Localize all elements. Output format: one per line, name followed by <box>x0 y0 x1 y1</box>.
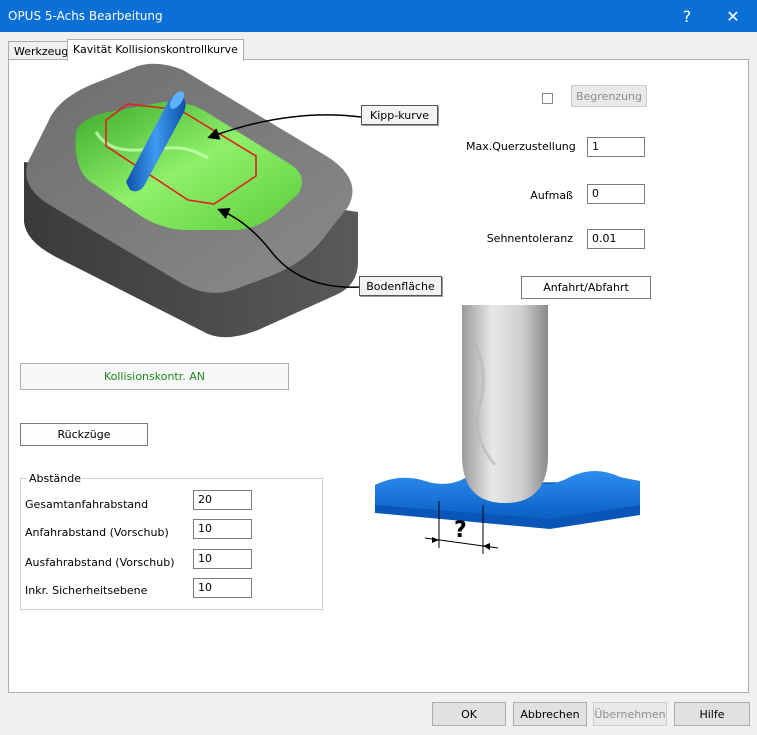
tab-kavitaet[interactable]: Kavität Kollisionskontrollkurve <box>67 39 244 61</box>
window-title: OPUS 5-Achs Bearbeitung <box>8 9 163 23</box>
apply-button[interactable]: Übernehmen <box>593 702 667 726</box>
callout-label: Bodenfläche <box>366 279 435 293</box>
chord-tolerance-label: Sehnentoleranz <box>486 232 573 245</box>
help-button[interactable]: Hilfe <box>674 702 750 726</box>
limit-button[interactable]: Begrenzung <box>571 85 647 107</box>
tab-label: Werkzeug <box>14 45 69 58</box>
chord-tolerance-input[interactable]: 0.01 <box>587 229 645 249</box>
stepover-illustration: ? <box>375 305 640 554</box>
button-label: Abbrechen <box>520 707 580 721</box>
button-label: Rückzüge <box>57 428 111 441</box>
close-icon: ✕ <box>726 6 740 26</box>
collision-status: Kollisionskontr. AN <box>20 363 289 390</box>
floor-callout: Bodenfläche <box>359 276 442 296</box>
distances-group <box>20 478 323 610</box>
status-text: Kollisionskontr. AN <box>103 370 206 383</box>
safety-plane-input[interactable]: 10 <box>193 578 252 598</box>
distance-label: Anfahrabstand (Vorschub) <box>25 526 169 539</box>
ballnose-tool-icon <box>462 305 548 503</box>
distance-label: Inkr. Sicherheitsebene <box>25 584 148 597</box>
help-icon: ? <box>682 6 692 26</box>
help-title-button[interactable]: ? <box>664 0 710 32</box>
allowance-input[interactable]: 0 <box>587 184 645 204</box>
button-label: Begrenzung <box>575 89 643 103</box>
retract-feed-input[interactable]: 10 <box>193 549 252 569</box>
title-bar: OPUS 5-Achs Bearbeitung ? ✕ <box>0 0 757 32</box>
total-approach-input[interactable]: 20 <box>193 490 252 510</box>
ok-button[interactable]: OK <box>432 702 506 726</box>
tool-icon <box>126 94 186 192</box>
approach-button[interactable]: Anfahrt/Abfahrt <box>521 276 651 299</box>
cavity-floor <box>75 101 302 230</box>
allowance-label: Aufmaß <box>530 189 573 202</box>
distance-label: Ausfahrabstand (Vorschub) <box>25 556 175 569</box>
distances-group-title: Abstände <box>27 472 84 485</box>
button-label: Übernehmen <box>594 707 666 721</box>
retracts-button[interactable]: Rückzüge <box>20 423 148 446</box>
tab-werkzeug[interactable]: Werkzeug <box>8 41 75 61</box>
button-label: Anfahrt/Abfahrt <box>543 281 629 294</box>
cancel-button[interactable]: Abbrechen <box>513 702 587 726</box>
close-button[interactable]: ✕ <box>710 0 756 32</box>
cavity-illustration <box>24 63 358 338</box>
button-label: Hilfe <box>699 707 725 721</box>
max-stepover-input[interactable]: 1 <box>587 137 645 157</box>
approach-feed-input[interactable]: 10 <box>193 519 252 539</box>
tilt-curve-outline <box>105 103 257 205</box>
tilt-curve-callout: Kipp-kurve <box>361 105 438 125</box>
limit-checkbox[interactable] <box>542 93 553 104</box>
distance-label: Gesamtanfahrabstand <box>25 498 149 511</box>
max-stepover-label: Max.Querzustellung <box>466 140 576 153</box>
callout-label: Kipp-kurve <box>369 108 429 122</box>
button-label: OK <box>461 707 477 721</box>
tab-label: Kavität Kollisionskontrollkurve <box>73 43 238 56</box>
stepover-question: ? <box>454 518 467 543</box>
